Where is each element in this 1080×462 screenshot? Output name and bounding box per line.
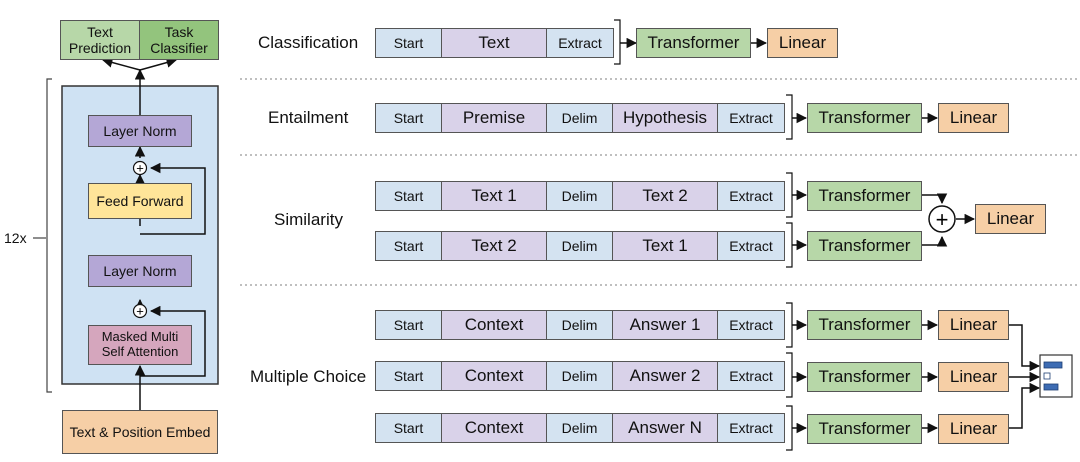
- token-extract: Extract: [717, 231, 785, 261]
- token-text: Text: [441, 28, 547, 58]
- repeat-bracket: [46, 78, 52, 393]
- token-text-1: Text 1: [612, 231, 718, 261]
- token-delim: Delim: [546, 103, 613, 133]
- linear-block: Linear: [938, 310, 1009, 340]
- text-position-embed: Text & Position Embed: [62, 410, 218, 454]
- transformer-block: Transformer: [807, 362, 922, 392]
- token-extract: Extract: [717, 413, 785, 443]
- linear-block: Linear: [975, 204, 1046, 234]
- transformer-block: Transformer: [807, 231, 922, 261]
- task-classifier-head: Task Classifier: [139, 20, 219, 60]
- transformer-block: Transformer: [807, 310, 922, 340]
- token-delim: Delim: [546, 361, 613, 391]
- linear-block: Linear: [767, 28, 838, 58]
- residual-add-lower: [132, 303, 148, 319]
- token-context: Context: [441, 413, 547, 443]
- residual-add-upper: [132, 160, 148, 176]
- token-delim: Delim: [546, 310, 613, 340]
- similarity-add: [928, 205, 956, 233]
- token-text-2: Text 2: [441, 231, 547, 261]
- token-delim: Delim: [546, 181, 613, 211]
- task-label-classification: Classification: [258, 33, 359, 52]
- transformer-block: Transformer: [807, 181, 922, 211]
- transformer-block: Transformer: [636, 28, 751, 58]
- token-extract: Extract: [717, 181, 785, 211]
- token-start: Start: [375, 181, 442, 211]
- token-start: Start: [375, 361, 442, 391]
- token-extract: Extract: [717, 361, 785, 391]
- token-extract: Extract: [717, 103, 785, 133]
- token-delim: Delim: [546, 231, 613, 261]
- token-extract: Extract: [717, 310, 785, 340]
- flow-arrows: [620, 37, 1041, 434]
- token-context: Context: [441, 310, 547, 340]
- token-answer-n: Answer N: [612, 413, 718, 443]
- output-arrows: [101, 57, 178, 71]
- token-start: Start: [375, 28, 442, 58]
- token-context: Context: [441, 361, 547, 391]
- token-start: Start: [375, 413, 442, 443]
- transformer-block: Transformer: [807, 414, 922, 444]
- linear-block: Linear: [938, 103, 1009, 133]
- task-separators: [240, 78, 1080, 286]
- layer-norm-upper: Layer Norm: [88, 115, 192, 147]
- token-text-2: Text 2: [612, 181, 718, 211]
- text-prediction-head: Text Prediction: [60, 20, 140, 60]
- token-start: Start: [375, 310, 442, 340]
- transformer-block: Transformer: [807, 103, 922, 133]
- token-answer-2: Answer 2: [612, 361, 718, 391]
- token-start: Start: [375, 103, 442, 133]
- repeat-label: 12x: [4, 230, 27, 246]
- token-hypothesis: Hypothesis: [612, 103, 718, 133]
- token-start: Start: [375, 231, 442, 261]
- task-label-similarity: Similarity: [274, 210, 343, 229]
- softmax-icon: [1039, 354, 1073, 398]
- linear-block: Linear: [938, 362, 1009, 392]
- token-answer-1: Answer 1: [612, 310, 718, 340]
- residual-add-lower-symbol: +: [136, 304, 144, 319]
- similarity-add-symbol: +: [936, 207, 949, 232]
- feed-forward: Feed Forward: [88, 183, 192, 219]
- task-label-multiple-choice: Multiple Choice: [250, 367, 367, 386]
- task-label-entailment: Entailment: [268, 108, 349, 127]
- token-premise: Premise: [441, 103, 547, 133]
- linear-block: Linear: [938, 414, 1009, 444]
- masked-self-attention: Masked Multi Self Attention: [88, 325, 192, 365]
- layer-norm-lower: Layer Norm: [88, 255, 192, 287]
- residual-add-upper-symbol: +: [136, 161, 144, 176]
- token-extract: Extract: [546, 28, 614, 58]
- token-text-1: Text 1: [441, 181, 547, 211]
- token-delim: Delim: [546, 413, 613, 443]
